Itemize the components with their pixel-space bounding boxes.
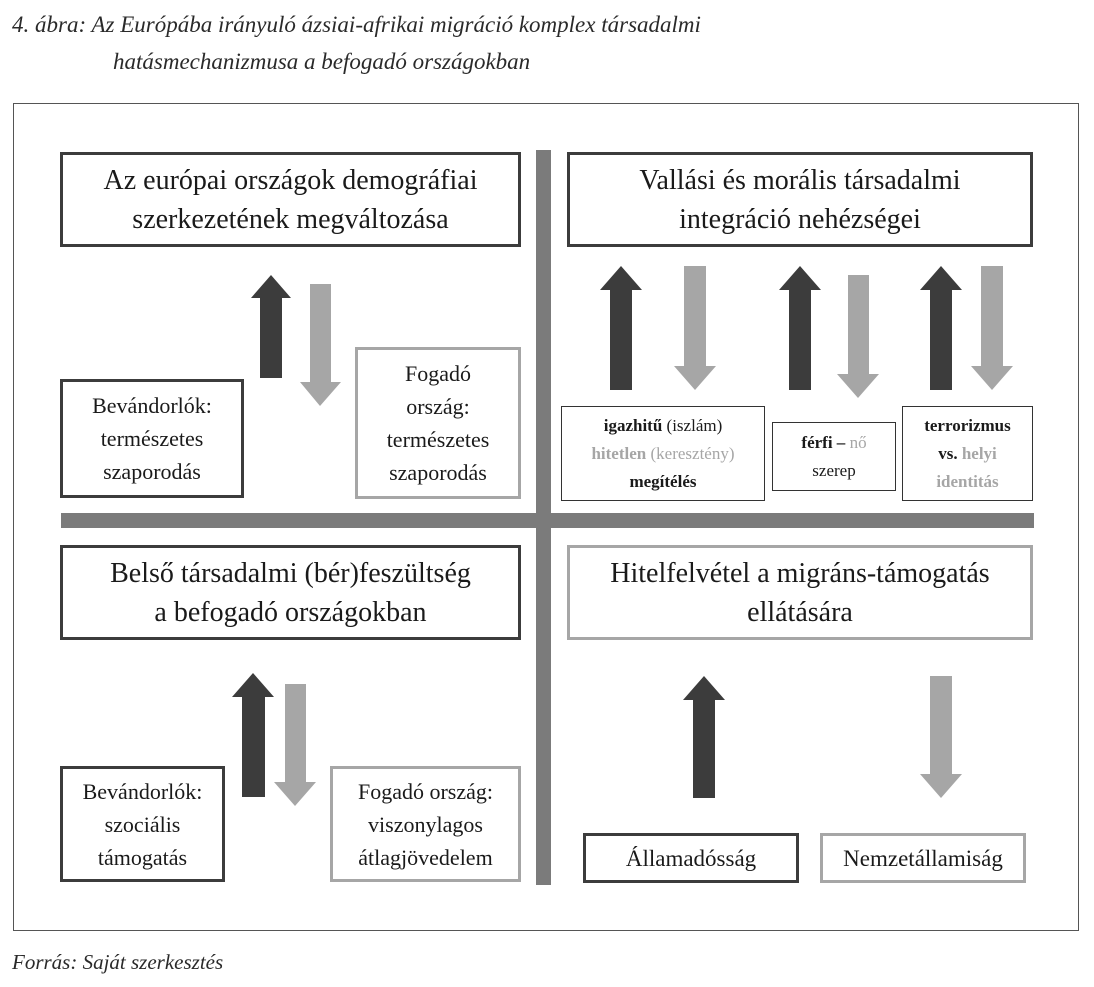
q3-right-line1: Fogadó ország: <box>357 778 494 804</box>
source-note: Forrás: Saját szerkesztés <box>12 950 224 974</box>
q4-debt-box: Államadósság <box>583 833 799 883</box>
q1-right-line3: természetes <box>386 427 490 452</box>
q3-right-line2: viszonylagos <box>368 811 483 837</box>
figure-caption-line1: 4. ábra: Az Európába irányuló ázsiai-afr… <box>12 12 701 37</box>
q1-title-line1: Az európai országok demográfiai <box>103 164 478 196</box>
q2-box3-word4: identitás <box>936 471 999 491</box>
q1-right-line4: szaporodás <box>389 460 487 485</box>
q3-title-box: Belső társadalmi (bér)feszültség a befog… <box>60 545 521 640</box>
q4-nation-box: Nemzetállamiság <box>820 833 1026 883</box>
q3-left-line1: Bevándorlók: <box>82 778 203 804</box>
q1-title-box: Az európai országok demográfiai szerkeze… <box>60 152 521 247</box>
q2-box1-word4: (keresztény) <box>650 443 735 463</box>
q2-box2-word1: férfi – <box>801 432 846 452</box>
q3-right-line3: átlagjövedelem <box>358 844 493 870</box>
q2-religion-box: igazhitű (iszlám) hitetlen (keresztény) … <box>561 406 765 501</box>
q1-immigrants-box: Bevándorlók: természetes szaporodás <box>60 379 244 498</box>
q2-title-box: Vallási és morális társadalmi integráció… <box>567 152 1033 247</box>
q3-left-line2: szociális <box>104 811 181 837</box>
q2-title-line2: integráció nehézségei <box>679 203 921 235</box>
up-arrow-q2-3 <box>920 266 962 390</box>
figure-caption-line2: hatásmechanizmusa a befogadó országokban <box>113 49 531 74</box>
q1-right-line1: Fogadó <box>404 361 471 386</box>
q1-right-line2: ország: <box>406 394 470 419</box>
q3-left-line3: támogatás <box>97 844 188 870</box>
q1-left-line2: természetes <box>100 426 204 451</box>
down-arrow-q3 <box>274 684 316 806</box>
q2-box1-word5: megítélés <box>629 471 697 491</box>
q1-left-line3: szaporodás <box>103 459 201 484</box>
q2-box1-word3: hitetlen <box>591 443 647 463</box>
up-arrow-q1 <box>251 275 291 378</box>
down-arrow-q2-3 <box>971 266 1013 390</box>
q3-immigrants-box: Bevándorlók: szociális támogatás <box>60 766 225 882</box>
q2-box2-word2: nő <box>849 432 867 452</box>
up-arrow-q2-1 <box>600 266 642 390</box>
q1-left-line1: Bevándorlók: <box>92 393 212 418</box>
q4-title-box: Hitelfelvétel a migráns-támogatás ellátá… <box>567 545 1033 640</box>
q2-box2-word3: szerep <box>812 460 856 480</box>
q3-title-line1: Belső társadalmi (bér)feszültség <box>110 557 471 589</box>
down-arrow-q4 <box>920 676 962 798</box>
q2-box1-word1: igazhitű <box>603 415 663 435</box>
up-arrow-q3 <box>232 673 274 797</box>
up-arrow-q2-2 <box>779 266 821 390</box>
q2-title-line1: Vallási és morális társadalmi <box>639 164 961 196</box>
q4-title-line1: Hitelfelvétel a migráns-támogatás <box>610 557 990 589</box>
up-arrow-q4 <box>683 676 725 798</box>
q2-box1-word2: (iszlám) <box>666 415 723 435</box>
q1-title-line2: szerkezetének megváltozása <box>132 203 449 235</box>
q3-title-line2: a befogadó országokban <box>154 596 427 628</box>
horizontal-divider <box>61 513 1034 528</box>
q4-right-label: Nemzetállamiság <box>843 845 1003 871</box>
q2-box3-word2: vs. <box>938 443 958 463</box>
q1-host-box: Fogadó ország: természetes szaporodás <box>355 347 521 499</box>
diagram-frame <box>13 103 1079 931</box>
q4-title-line2: ellátására <box>747 596 853 628</box>
q4-left-label: Államadósság <box>625 845 757 871</box>
q2-gender-box: férfi – nő szerep <box>772 422 896 491</box>
down-arrow-q2-2 <box>837 275 879 398</box>
down-arrow-q2-1 <box>674 266 716 390</box>
q3-host-box: Fogadó ország: viszonylagos átlagjövedel… <box>330 766 521 882</box>
down-arrow-q1 <box>300 284 341 406</box>
q2-box3-word1: terrorizmus <box>924 415 1011 435</box>
q2-identity-box: terrorizmus vs. helyi identitás <box>902 406 1033 501</box>
q2-box3-word3: helyi <box>961 443 997 463</box>
